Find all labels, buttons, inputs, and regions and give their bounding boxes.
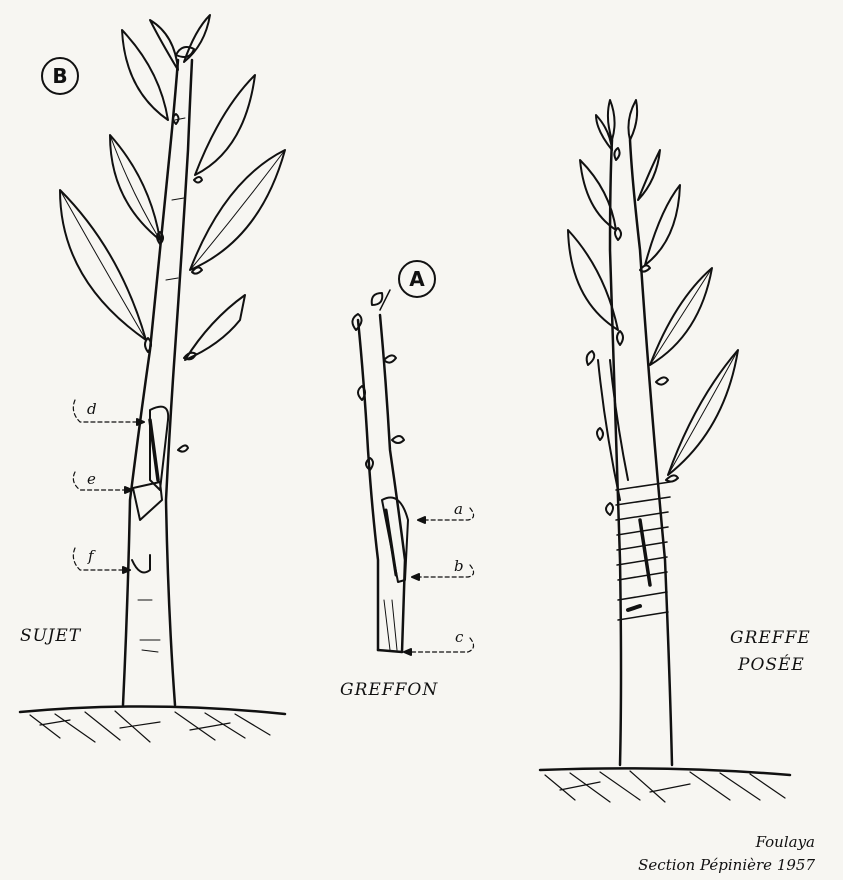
callout-e: e [87, 470, 96, 488]
callout-d: d [87, 400, 97, 418]
callout-b: b [454, 557, 464, 575]
label-greffe: GREFFE [730, 628, 811, 648]
label-sujet: SUJET [20, 626, 81, 646]
scion-cutting [352, 290, 473, 655]
badge-a: A [398, 260, 436, 298]
callout-a: a [454, 500, 463, 518]
callout-c: c [455, 628, 463, 646]
credit-author: Foulaya [756, 833, 815, 851]
label-greffon: GREFFON [340, 680, 438, 700]
badge-b: B [41, 57, 79, 95]
callout-f: f [88, 547, 94, 565]
label-posee: POSÉE [738, 655, 805, 675]
credit-section: Section Pépinière 1957 [638, 856, 815, 874]
grafted-plant [540, 100, 790, 802]
